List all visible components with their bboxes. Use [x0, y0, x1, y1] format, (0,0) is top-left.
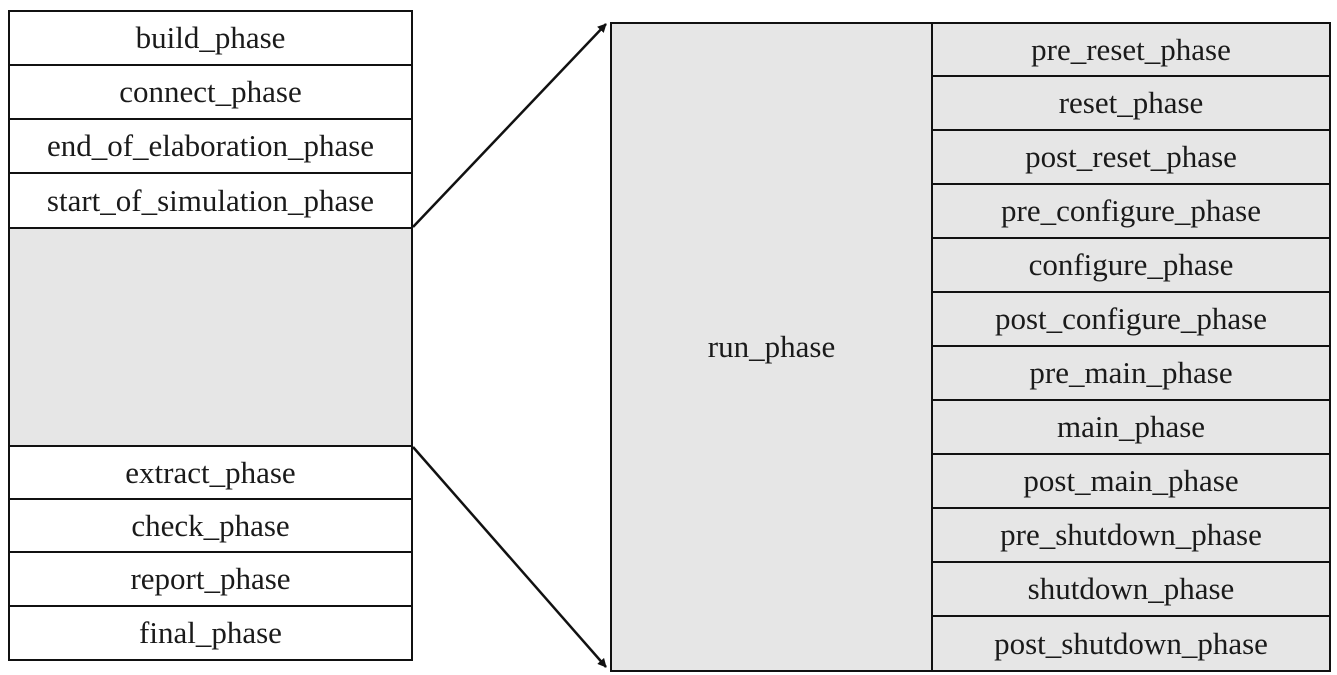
- sub-phase-label: pre_reset_phase: [1031, 31, 1231, 67]
- sub-phase-box-post-main: post_main_phase: [931, 453, 1331, 509]
- phase-label: connect_phase: [119, 74, 302, 109]
- sub-phase-label: post_configure_phase: [994, 301, 1268, 336]
- sub-phase-box-pre-reset: pre_reset_phase: [931, 22, 1331, 77]
- sub-phase-box-reset: reset_phase: [931, 75, 1331, 131]
- phase-label: start_of_simulation_phase: [46, 182, 375, 218]
- phase-box-build: build_phase: [8, 10, 413, 66]
- sub-phase-label: configure_phase: [1028, 247, 1234, 282]
- sub-phase-label: pre_shutdown_phase: [1000, 517, 1262, 552]
- run-phase-box: run_phase: [610, 22, 933, 672]
- arrow-top: [412, 23, 607, 228]
- sub-phase-box-main: main_phase: [931, 399, 1331, 455]
- sub-phase-box-pre-main: pre_main_phase: [931, 345, 1331, 401]
- sub-phase-label: main_phase: [1056, 409, 1206, 444]
- phase-box-start-of-simulation: start_of_simulation_phase: [8, 172, 413, 229]
- phase-label: report_phase: [130, 561, 291, 596]
- phase-box-final: final_phase: [8, 605, 413, 661]
- sub-phase-label: post_reset_phase: [1025, 139, 1237, 174]
- sub-phase-label: pre_main_phase: [1029, 355, 1233, 390]
- sub-phase-label: shutdown_phase: [1027, 571, 1235, 606]
- sub-phase-label: reset_phase: [1058, 85, 1204, 120]
- sub-phase-label: pre_configure_phase: [1001, 193, 1261, 228]
- phase-box-extract: extract_phase: [8, 445, 413, 500]
- phase-label: end_of_elaboration_phase: [46, 128, 375, 163]
- sub-phase-box-configure: configure_phase: [931, 237, 1331, 293]
- run-phase-placeholder-box: [8, 227, 413, 447]
- phase-label: extract_phase: [125, 454, 296, 490]
- phase-label: build_phase: [135, 20, 286, 55]
- sub-phase-label: post_shutdown_phase: [994, 625, 1268, 661]
- sub-phase-box-pre-shutdown: pre_shutdown_phase: [931, 507, 1331, 563]
- run-phase-label: run_phase: [707, 329, 836, 364]
- arrow-bottom: [412, 446, 607, 668]
- sub-phase-label: post_main_phase: [1023, 463, 1239, 498]
- phase-label: check_phase: [131, 507, 290, 543]
- phase-label: final_phase: [139, 615, 282, 650]
- sub-phase-box-shutdown: shutdown_phase: [931, 561, 1331, 617]
- phase-box-end-of-elaboration: end_of_elaboration_phase: [8, 118, 413, 174]
- sub-phase-box-post-shutdown: post_shutdown_phase: [931, 615, 1331, 672]
